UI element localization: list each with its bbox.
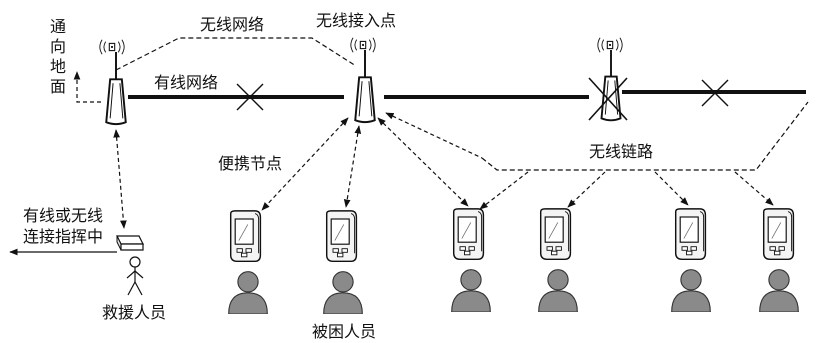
wireless-link-path [481,101,809,171]
person-silhouette-icon [451,269,491,312]
command-line-1-label: 有线或无线 [23,206,103,225]
handheld-device-icon [452,208,485,261]
rescuer-figure-icon [116,235,144,296]
person-silhouette-icon [538,269,578,312]
wireless-access-point-label: 无线接入点 [316,11,396,30]
wired-network-label: 有线网络 [154,73,218,92]
left-access-point-tower [99,39,127,126]
to-ground-char: 通 [50,17,66,36]
device-link-arrows [113,112,774,229]
portable-node-label: 便携节点 [218,154,282,173]
handheld-device-icon [674,208,707,261]
antenna-tower-icon [105,52,127,126]
handheld-devices [229,208,795,263]
person-silhouette-icon [228,271,268,314]
to-ground-link [73,71,101,103]
person-silhouette-icon [759,269,799,312]
broken-link-x-icon [701,79,729,107]
handheld-device-icon [762,208,795,261]
to-ground-label: 通 向 地 面 [50,17,66,96]
broken-link-x-icon [236,83,264,111]
to-ground-char: 向 [50,37,66,56]
wireless-network-label: 无线网络 [200,15,264,34]
trapped-people [228,269,799,314]
person-silhouette-icon [671,269,711,312]
wired-network-lines [128,79,806,111]
wireless-signal-icon [350,37,376,53]
rescuer-label: 救援人员 [102,303,166,322]
person-silhouette-icon [323,271,363,314]
trapped-people-label: 被困人员 [312,322,376,341]
wireless-network-link [115,37,357,71]
handheld-device-icon [229,210,262,263]
tower-destroyed-x [588,77,628,121]
antenna-tower-icon [354,50,376,124]
command-line-2-label: 连接指挥中 [23,227,103,246]
handheld-device-icon [325,210,358,263]
center-access-point-tower [350,37,376,124]
to-ground-char: 面 [50,77,66,96]
right-damaged-tower [588,37,628,122]
wireless-signal-icon [597,37,623,53]
wireless-link-label: 无线链路 [589,142,653,161]
wireless-signal-icon [99,39,125,55]
handheld-device-icon [539,208,572,261]
to-ground-char: 地 [50,57,66,76]
